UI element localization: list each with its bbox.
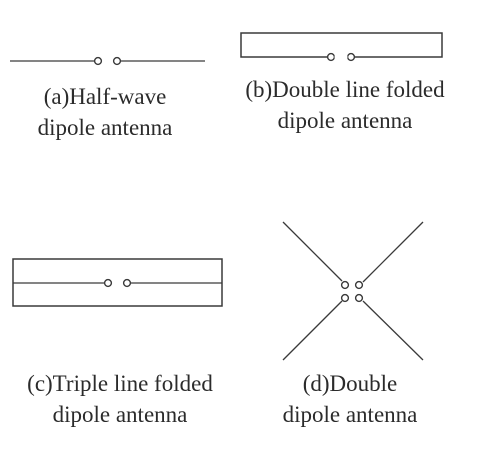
double-folded-dipole-drawing: [240, 32, 443, 62]
arm-top-right: [362, 221, 424, 283]
feed-terminal-right: [122, 278, 132, 288]
feed-terminal-right: [346, 52, 356, 62]
triple-folded-dipole-drawing: [12, 258, 223, 307]
feed-terminal-left: [103, 278, 113, 288]
caption-line-1: (a)Half-wave: [43, 84, 167, 109]
caption-double-folded-dipole: (b)Double line folded dipole antenna: [220, 74, 470, 136]
arm-bottom-left: [282, 300, 343, 361]
caption-line-2: dipole antenna: [282, 402, 418, 427]
feed-terminal-left: [93, 56, 103, 66]
feed-terminal-left: [326, 52, 336, 62]
feed-terminal-bottom-right: [354, 293, 364, 303]
feed-terminal-top-right: [354, 280, 364, 290]
caption-line-1: (d)Double: [302, 371, 398, 396]
caption-line-2: dipole antenna: [277, 108, 413, 133]
caption-line-1: (c)Triple line folded: [27, 371, 213, 396]
feed-terminal-top-left: [340, 280, 350, 290]
caption-line-1: (b)Double line folded: [245, 77, 445, 102]
caption-line-2: dipole antenna: [52, 402, 188, 427]
arm-bottom-right: [362, 300, 424, 361]
caption-line-2: dipole antenna: [37, 115, 173, 140]
caption-half-wave-dipole: (a)Half-wave dipole antenna: [10, 81, 200, 143]
feed-terminal-bottom-left: [340, 293, 350, 303]
half-wave-dipole-drawing: [10, 56, 205, 66]
caption-double-dipole: (d)Double dipole antenna: [250, 368, 450, 430]
folded-loop-outline: [240, 32, 443, 58]
arm-top-left: [282, 221, 343, 282]
feed-terminal-right: [112, 56, 122, 66]
crossed-dipole-drawing: [282, 221, 424, 361]
caption-triple-folded-dipole: (c)Triple line folded dipole antenna: [0, 368, 240, 430]
